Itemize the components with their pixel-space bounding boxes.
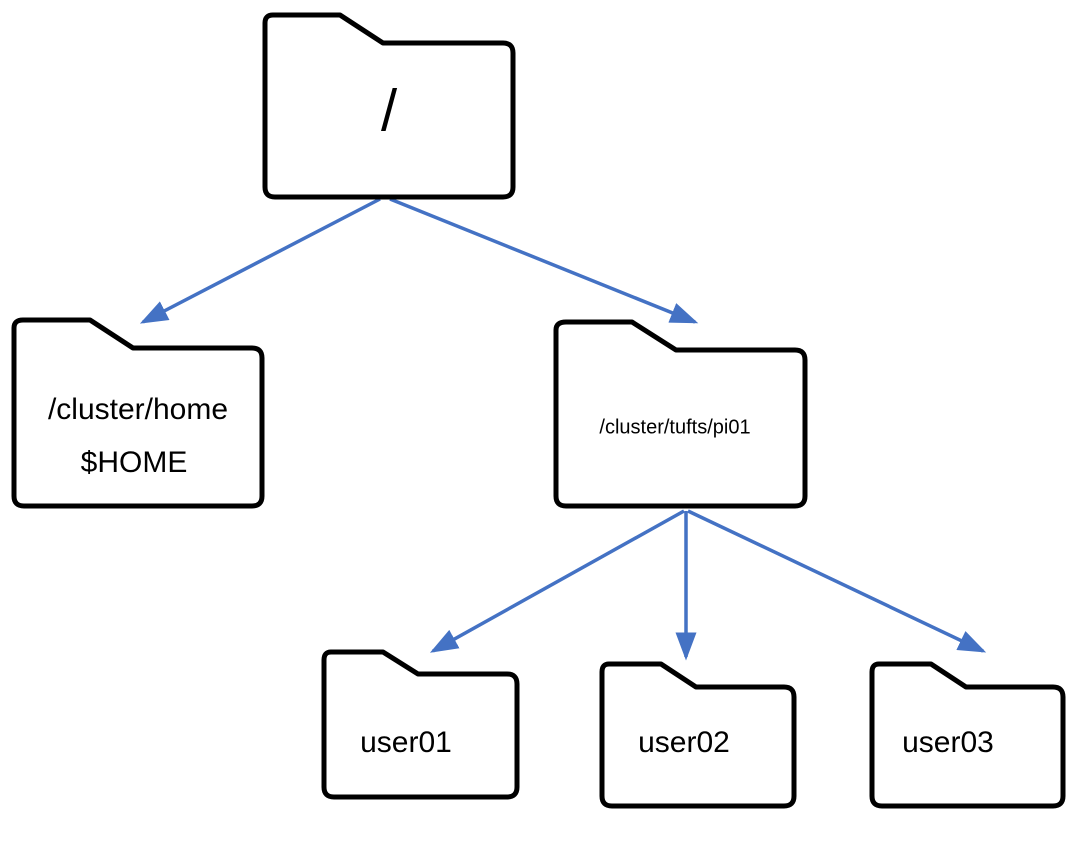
- edge-pi-to-user01: [429, 509, 685, 653]
- folder-icon: [869, 661, 1066, 809]
- folder-icon: [553, 319, 808, 509]
- folder-user02[interactable]: user02: [599, 661, 797, 809]
- folder-root[interactable]: /: [262, 12, 516, 200]
- folder-cluster-home-line1: /cluster/home: [48, 393, 228, 426]
- folder-cluster-tufts-pi01-label: /cluster/tufts/pi01: [599, 416, 750, 438]
- edge-pi-to-user03: [687, 509, 987, 653]
- folder-user01-label: user01: [360, 726, 452, 759]
- edges: [139, 197, 987, 661]
- folder-cluster-home[interactable]: /cluster/home $HOME: [11, 317, 265, 509]
- folder-user03-label: user03: [902, 726, 994, 759]
- folder-user01[interactable]: user01: [321, 649, 520, 800]
- folder-icon: [11, 317, 265, 509]
- folder-icon: [262, 12, 516, 200]
- folder-user03[interactable]: user03: [869, 661, 1066, 809]
- folder-icon: [321, 649, 520, 800]
- folder-user02-label: user02: [638, 726, 730, 759]
- folder-cluster-home-line2: $HOME: [81, 446, 188, 479]
- edge-root-to-pi: [389, 197, 699, 324]
- folder-icon: [599, 661, 797, 809]
- edge-root-to-home: [139, 197, 381, 324]
- folder-root-label: /: [381, 78, 398, 143]
- folder-cluster-tufts-pi01[interactable]: /cluster/tufts/pi01: [553, 319, 808, 509]
